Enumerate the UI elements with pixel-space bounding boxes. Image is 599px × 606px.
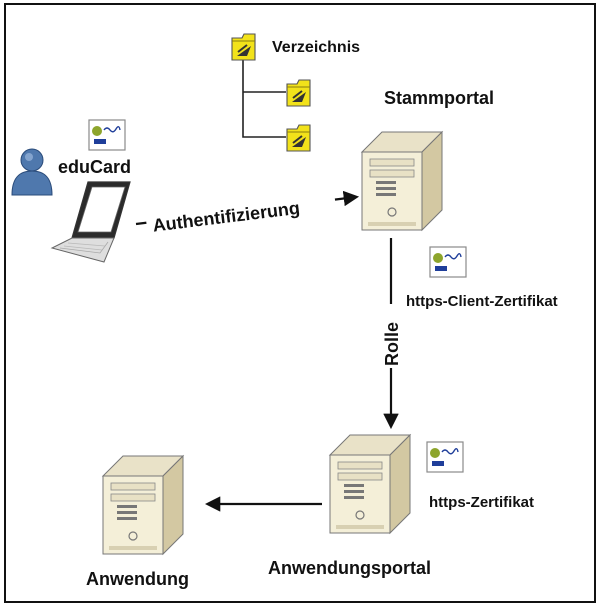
diagram-frame	[4, 3, 596, 603]
server-icon	[361, 131, 443, 231]
directory-tree	[242, 58, 286, 138]
folder-icon	[231, 33, 256, 61]
folder-icon	[286, 124, 311, 152]
stammportal-label: Stammportal	[384, 88, 494, 108]
server-icon	[329, 434, 411, 534]
directory-label: Verzeichnis	[272, 39, 360, 56]
user-icon	[11, 148, 53, 196]
certificate-icon	[426, 441, 464, 473]
role-label: Rolle	[382, 322, 402, 366]
server-icon	[102, 455, 184, 555]
certificate-icon	[88, 119, 126, 151]
client-certificate-label: https-Client-Zertifikat	[406, 293, 558, 310]
folder-icon	[286, 79, 311, 107]
anwendungsportal-label: Anwendungsportal	[268, 558, 431, 578]
https-certificate-label: https-Zertifikat	[429, 494, 534, 511]
certificate-icon	[429, 246, 467, 278]
laptop-icon	[51, 181, 131, 263]
educard-label: eduCard	[58, 157, 131, 177]
anwendung-label: Anwendung	[86, 569, 189, 589]
